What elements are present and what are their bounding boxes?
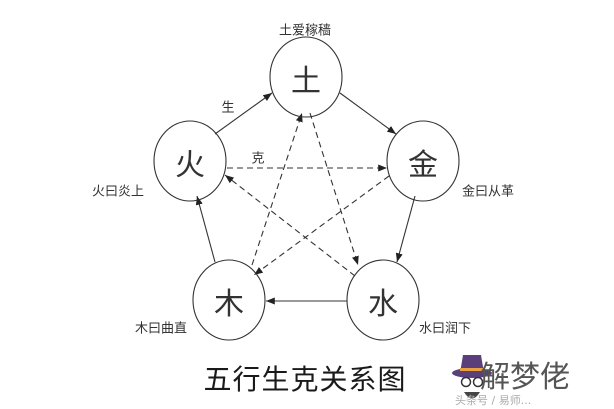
diagram-title: 五行生克关系图 <box>203 363 407 396</box>
watermark-text: 头条号 / 易师... <box>455 394 532 407</box>
node-earth-circle <box>269 36 343 118</box>
arrow-earth-to-water <box>309 112 359 266</box>
node-earth: 土 <box>291 64 321 99</box>
legend-generate: 生 <box>221 100 235 116</box>
legend-overcome: 克 <box>251 151 265 167</box>
node-fire-circle <box>153 120 227 202</box>
caption-fire: 火曰炎上 <box>91 184 145 200</box>
arrow-water-to-fire <box>224 174 356 277</box>
node-metal-circle <box>386 120 460 202</box>
caption-earth: 土爱稼穑 <box>278 23 332 39</box>
node-metal: 金 <box>408 148 438 183</box>
arrow-fire-to-earth <box>214 92 273 135</box>
caption-water: 水曰润下 <box>418 321 472 337</box>
node-water: 水 <box>368 287 398 322</box>
caption-metal: 金曰从革 <box>461 184 515 200</box>
node-wood: 木 <box>214 287 244 322</box>
arrow-earth-to-metal <box>339 92 397 135</box>
caption-wood: 木曰曲直 <box>134 321 188 337</box>
arrow-wood-to-fire <box>195 195 216 263</box>
logo-mascot-icon <box>452 355 492 399</box>
logo-text: 解梦佬 <box>480 360 570 395</box>
arrow-wood-to-earth <box>251 112 303 266</box>
arrow-metal-to-water <box>395 195 416 263</box>
node-fire: 火 <box>175 148 205 183</box>
node-wood-circle <box>192 259 266 341</box>
arrow-metal-to-wood <box>253 175 390 276</box>
node-water-circle <box>346 259 420 341</box>
